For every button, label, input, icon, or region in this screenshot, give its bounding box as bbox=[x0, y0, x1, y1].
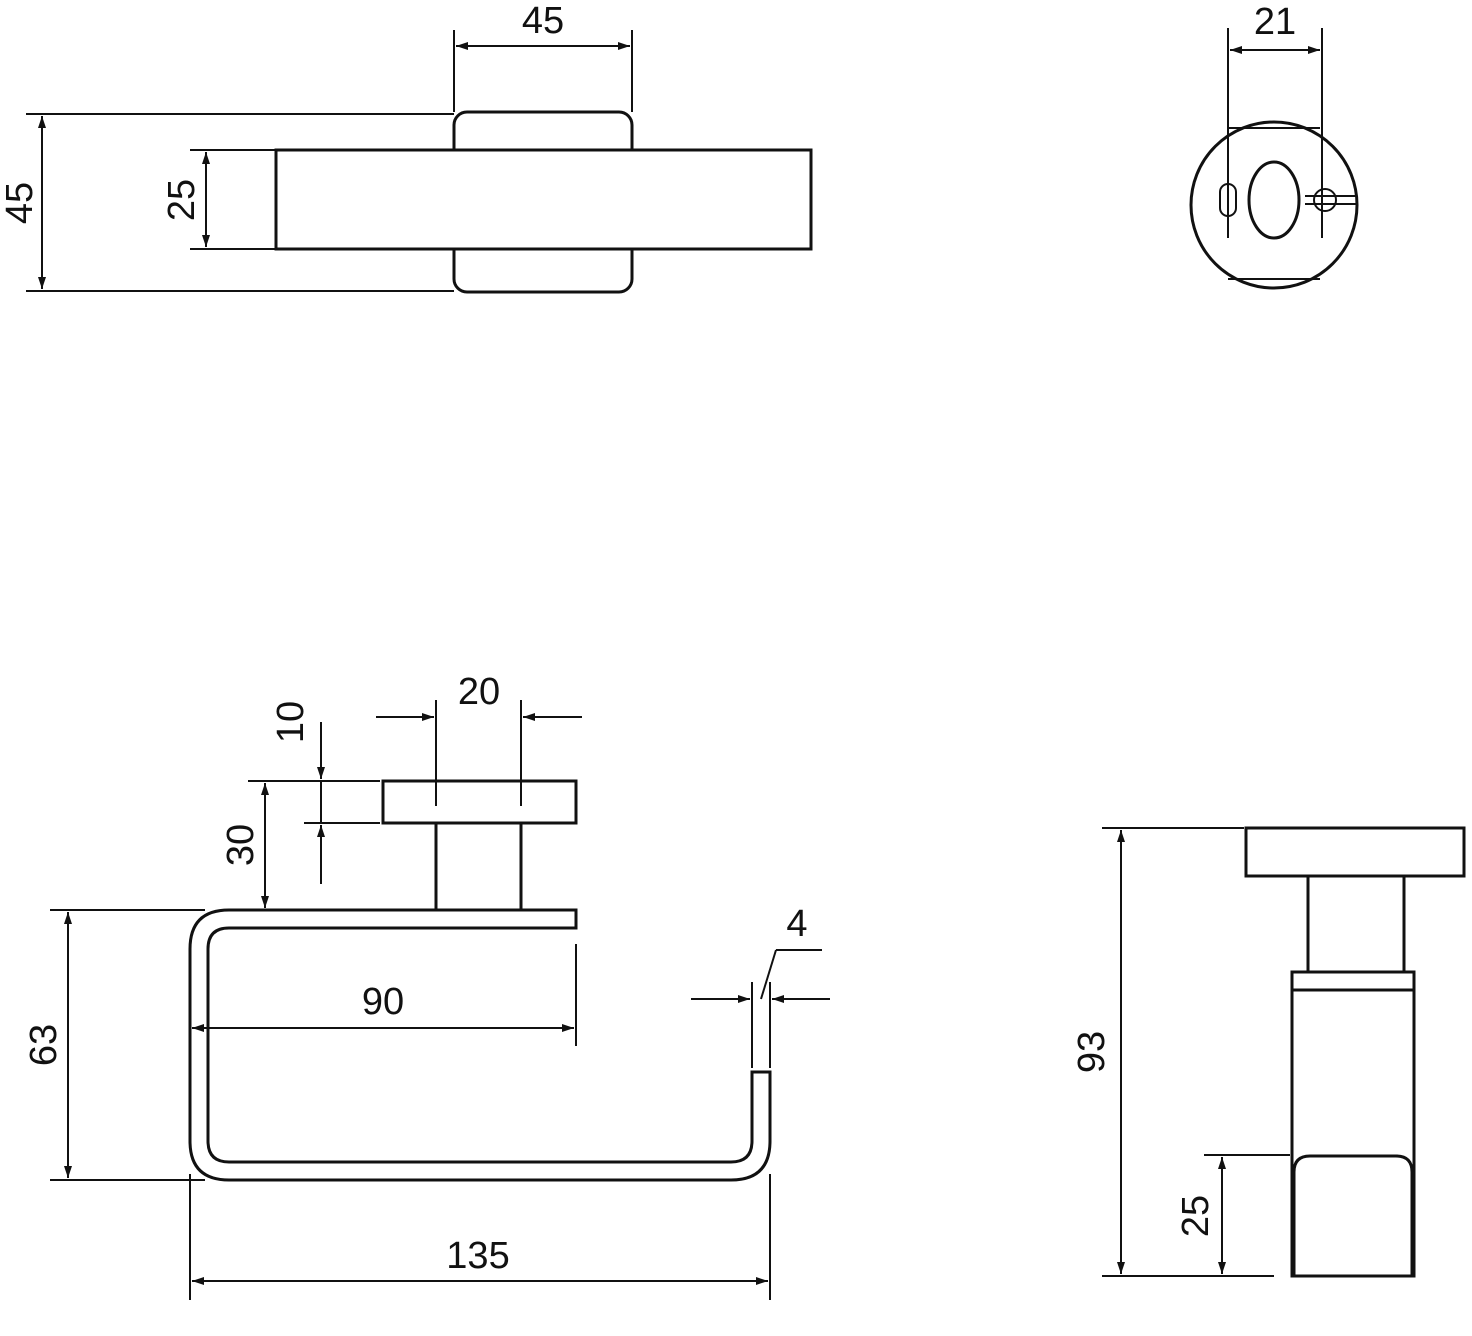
top-view-bar bbox=[274, 148, 813, 251]
top-height-dimension: 45 bbox=[0, 182, 41, 224]
front-post-dimension: 30 bbox=[220, 824, 262, 866]
front-thickness-dimension: 10 bbox=[270, 701, 312, 743]
holder-arm bbox=[188, 908, 772, 1182]
front-height-dimension: 63 bbox=[23, 1024, 65, 1066]
side-view-rosette bbox=[1244, 826, 1466, 878]
side-view-tip bbox=[1292, 1154, 1414, 1276]
front-rosette-dimension: 20 bbox=[458, 671, 500, 713]
front-inner-width-dimension: 90 bbox=[362, 981, 404, 1023]
side-view: 93 25 bbox=[1071, 826, 1466, 1278]
side-view-post bbox=[1306, 874, 1406, 974]
side-tip-dimension: 25 bbox=[1175, 1195, 1217, 1237]
front-rod-dimension: 4 bbox=[786, 903, 807, 945]
side-view-arm bbox=[1290, 970, 1416, 1278]
top-view: 45 45 25 bbox=[0, 0, 813, 294]
set-screw bbox=[1313, 188, 1337, 212]
front-view: 20 10 30 63 90 4 135 bbox=[23, 671, 830, 1300]
end-view: 21 bbox=[1189, 1, 1359, 290]
top-bar-dimension: 25 bbox=[161, 179, 203, 221]
side-overall-dimension: 93 bbox=[1071, 1031, 1113, 1073]
end-diameter-dimension: 21 bbox=[1254, 1, 1296, 43]
front-view-rosette bbox=[381, 779, 578, 825]
top-width-dimension: 45 bbox=[522, 0, 564, 42]
keyhole-slot bbox=[1247, 160, 1301, 240]
front-overall-dimension: 135 bbox=[446, 1235, 509, 1277]
